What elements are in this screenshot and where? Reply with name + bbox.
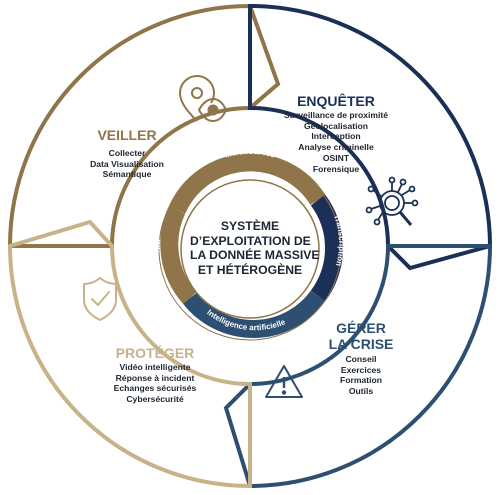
gerer-title: GÉRER LA CRISE: [306, 320, 416, 352]
list-item: OSINT: [322, 152, 350, 163]
center-title-line: D’EXPLOITATION DE: [190, 233, 311, 248]
gerer-title-line: GÉRER: [336, 320, 386, 336]
inner-arc-bottom: [182, 290, 326, 339]
proteger-title-line: PROTÉGER: [115, 345, 195, 361]
enqueter-title: ENQUÊTER: [276, 93, 396, 109]
list-item: Data Visualisation: [90, 158, 164, 169]
enqueter-title-line: ENQUÊTER: [297, 93, 375, 109]
inner-arc-left: [160, 206, 197, 305]
center-title-line: SYSTÈME: [220, 219, 280, 233]
list-item: Forensique: [312, 163, 360, 174]
proteger-items: Vidéo intelligente Réponse à incident Ec…: [90, 362, 220, 405]
center-title: SYSTÈME D’EXPLOITATION DE LA DONNÉE MASS…: [190, 219, 320, 277]
list-item: Vidéo intelligente: [119, 362, 191, 372]
gerer-items: Conseil Exercices Formation Outils: [306, 354, 416, 397]
list-item: Conseil: [345, 354, 377, 364]
proteger-title: PROTÉGER: [90, 345, 220, 361]
list-item: Interception: [311, 131, 361, 142]
gerer-title-line: LA CRISE: [328, 336, 394, 352]
list-item: Analyse criminelle: [298, 142, 374, 153]
ring-segment-proteger: [7, 219, 252, 489]
list-item: Géolocalisation: [304, 120, 368, 131]
ring-segment-enqueter: [248, 3, 493, 271]
inner-ring-outline: [158, 157, 342, 341]
warning-triangle-icon: [265, 365, 303, 398]
list-item: Echanges sécurisés: [113, 383, 197, 394]
list-item: Sémantique: [102, 169, 152, 180]
list-item: Surveillance de proximité: [283, 110, 389, 120]
list-item: Outils: [348, 386, 374, 397]
inner-arc-top: [168, 153, 326, 214]
location-eye-icon: [178, 75, 228, 123]
ring-label-top: Multisources: [224, 147, 277, 160]
veiller-title: VEILLER: [72, 127, 182, 143]
list-item: Cybersécurité: [126, 394, 184, 405]
ring-segment-veiller: [7, 3, 281, 248]
network-magnifier-icon: [365, 176, 419, 226]
veiller-items: Collecter Data Visualisation Sémantique: [72, 148, 182, 180]
list-item: Réponse à incident: [115, 372, 195, 383]
ring-segment-gerer: [223, 244, 493, 489]
inner-ring-thin: [180, 179, 320, 319]
list-item: Formation: [339, 375, 382, 386]
list-item: Collecter: [108, 148, 146, 158]
veiller-title-line: VEILLER: [97, 127, 157, 143]
ring-label-left: SIG: [153, 239, 163, 254]
shield-check-icon: [83, 277, 117, 321]
center-title-line: LA DONNÉE MASSIVE: [190, 248, 320, 263]
enqueter-items: Surveillance de proximité Géolocalisatio…: [261, 110, 411, 174]
inner-arc-right: [310, 194, 343, 302]
center-title-line: ET HÉTÉROGÈNE: [197, 262, 303, 277]
list-item: Exercices: [340, 364, 382, 375]
